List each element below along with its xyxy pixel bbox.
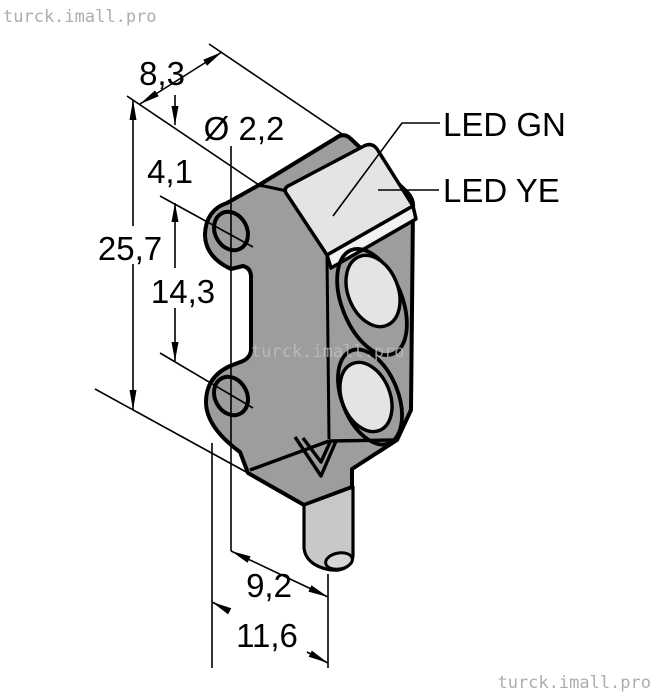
- dim-body-height: 25,7: [98, 230, 162, 267]
- dim-body-width: 11,6: [236, 617, 298, 654]
- dim-hole-diameter: Ø 2,2: [204, 110, 285, 147]
- lower-lens-window: [338, 360, 394, 434]
- top-band-crease: [258, 183, 288, 193]
- label-led-yellow: LED YE: [443, 172, 560, 209]
- label-led-green: LED GN: [443, 106, 566, 143]
- dimension-lines: [94, 43, 440, 668]
- cable-end-cap: [324, 551, 354, 571]
- dim-hole-spacing: 14,3: [151, 273, 215, 310]
- sensor-body: [203, 133, 418, 572]
- lower-mounting-hole: [212, 374, 250, 418]
- front-left-crease: [325, 254, 331, 440]
- watermark-bottom-right: turck.imall.pro: [497, 673, 651, 693]
- dim-depth: 8,3: [139, 55, 185, 92]
- dim-hole-top-offset: 4,1: [147, 153, 193, 190]
- watermark-top-left: turck.imall.pro: [3, 7, 157, 27]
- watermark-center: turck.imall.pro: [251, 342, 405, 362]
- dim-cable-offset: 9,2: [246, 567, 292, 604]
- upper-mounting-hole: [212, 209, 250, 253]
- dimension-texts: 8,3 Ø 2,2 4,1 25,7 14,3 9,2 11,6 LED GN …: [98, 55, 566, 654]
- upper-lens-window: [344, 253, 402, 329]
